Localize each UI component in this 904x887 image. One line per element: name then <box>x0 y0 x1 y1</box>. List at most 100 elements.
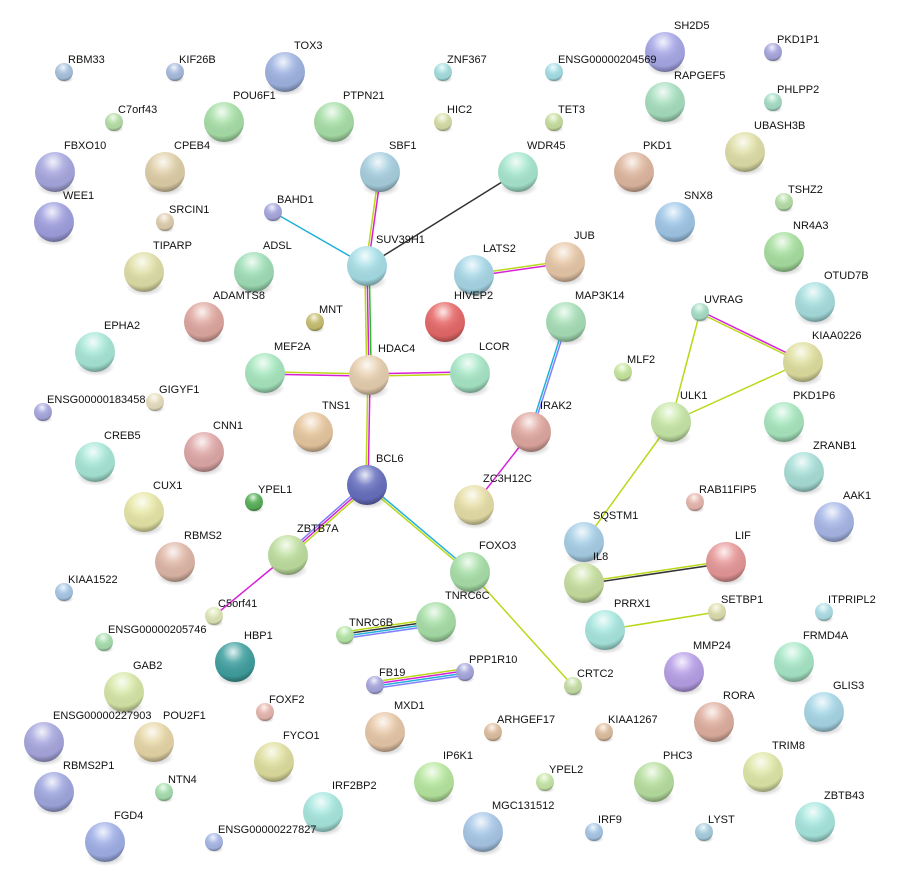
node-PRRX1[interactable] <box>585 610 625 654</box>
node-MEF2A[interactable] <box>245 353 285 397</box>
node-CUX1[interactable] <box>124 492 164 536</box>
node-RORA[interactable] <box>694 702 734 746</box>
node-BAHD1[interactable] <box>264 203 283 223</box>
node-UBASH3B[interactable] <box>725 132 765 176</box>
node-ULK1[interactable] <box>651 402 691 446</box>
node-ENSG00000227827[interactable] <box>205 833 224 853</box>
node-PPP1R10[interactable] <box>456 663 475 683</box>
node-RBMS2[interactable] <box>155 542 195 586</box>
node-IL8[interactable] <box>564 563 604 607</box>
node-FB19[interactable] <box>366 676 385 696</box>
node-HIC2[interactable] <box>434 113 453 133</box>
node-FYCO1[interactable] <box>254 742 294 786</box>
node-PKD1[interactable] <box>614 152 654 196</box>
node-RBM33[interactable] <box>55 63 74 83</box>
node-ENSG00000205746[interactable] <box>95 633 114 653</box>
node-PKD1P1[interactable] <box>764 43 783 63</box>
node-POU6F1[interactable] <box>204 102 244 146</box>
node-IP6K1[interactable] <box>414 762 454 806</box>
node-FOXF2[interactable] <box>256 703 275 723</box>
node-HIVEP2[interactable] <box>425 302 465 346</box>
node-GIGYF1[interactable] <box>146 393 165 413</box>
node-IRAK2[interactable] <box>511 412 551 456</box>
node-HDAC4[interactable] <box>349 355 389 399</box>
node-WEE1[interactable] <box>34 202 74 246</box>
node-MNT[interactable] <box>306 313 325 333</box>
node-YPEL2[interactable] <box>536 773 555 793</box>
node-MXD1[interactable] <box>365 712 405 756</box>
node-YPEL1[interactable] <box>245 493 264 513</box>
edge-FB19-PPP1R10[interactable] <box>374 667 466 690</box>
node-TOX3[interactable] <box>265 52 305 96</box>
node-BCL6[interactable] <box>347 465 387 509</box>
node-TIPARP[interactable] <box>124 252 164 296</box>
node-UVRAG[interactable] <box>691 303 710 323</box>
node-TNRC6B[interactable] <box>336 626 355 646</box>
node-CRTC2[interactable] <box>564 677 583 697</box>
node-KIF26B[interactable] <box>166 63 185 83</box>
node-SUV39H1[interactable] <box>347 246 387 290</box>
edge-ULK1-KIAA0226[interactable] <box>670 361 804 423</box>
node-IRF9[interactable] <box>585 823 604 843</box>
node-GAB2[interactable] <box>104 672 144 716</box>
node-OTUD7B[interactable] <box>795 282 835 326</box>
node-FOXO3[interactable] <box>450 552 490 596</box>
node-LCOR[interactable] <box>450 353 490 397</box>
node-HBP1[interactable] <box>215 642 255 686</box>
node-ENSG00000183458[interactable] <box>34 403 53 423</box>
node-MGC131512[interactable] <box>463 812 503 856</box>
node-PHLPP2[interactable] <box>764 93 783 113</box>
node-MMP24[interactable] <box>664 652 704 696</box>
node-PHC3[interactable] <box>634 762 674 806</box>
node-TSHZ2[interactable] <box>775 193 794 213</box>
node-RAPGEF5[interactable] <box>645 82 685 126</box>
node-CPEB4[interactable] <box>145 152 185 196</box>
node-SQSTM1[interactable] <box>564 522 604 566</box>
node-SH2D5[interactable] <box>645 32 685 76</box>
node-GLIS3[interactable] <box>804 692 844 736</box>
node-WDR45[interactable] <box>498 152 538 196</box>
node-TNRC6C[interactable] <box>416 602 456 646</box>
node-ITPRIPL2[interactable] <box>815 603 834 623</box>
node-ARHGEF17[interactable] <box>484 723 503 743</box>
node-LIF[interactable] <box>706 542 746 586</box>
node-ZC3H12C[interactable] <box>454 485 494 529</box>
node-KIAA0226[interactable] <box>783 342 823 386</box>
node-ADAMTS8[interactable] <box>184 302 224 346</box>
node-ZRANB1[interactable] <box>784 452 824 496</box>
node-TNS1[interactable] <box>293 412 333 456</box>
node-MAP3K14[interactable] <box>546 302 586 346</box>
node-ENSG00000204569[interactable] <box>545 63 564 83</box>
node-SBF1[interactable] <box>360 152 400 196</box>
node-PTPN21[interactable] <box>314 102 354 146</box>
node-IRF2BP2[interactable] <box>303 792 343 836</box>
node-ADSL[interactable] <box>234 252 274 296</box>
node-ZNF367[interactable] <box>434 63 453 83</box>
node-EPHA2[interactable] <box>75 332 115 376</box>
node-RBMS2P1[interactable] <box>34 772 74 816</box>
node-KIAA1267[interactable] <box>595 723 614 743</box>
node-CNN1[interactable] <box>184 432 224 476</box>
node-ZBTB7A[interactable] <box>268 535 308 579</box>
node-SNX8[interactable] <box>655 202 695 246</box>
node-TRIM8[interactable] <box>743 752 783 796</box>
node-C5orf41[interactable] <box>205 607 224 627</box>
node-ZBTB43[interactable] <box>795 802 835 846</box>
node-NR4A3[interactable] <box>764 232 804 276</box>
node-AAK1[interactable] <box>814 502 854 546</box>
node-ENSG00000227903[interactable] <box>24 722 64 766</box>
node-LATS2[interactable] <box>454 255 494 299</box>
node-C7orf43[interactable] <box>105 113 124 133</box>
node-RAB11FIP5[interactable] <box>686 493 705 513</box>
node-SRCIN1[interactable] <box>156 213 175 233</box>
node-PKD1P6[interactable] <box>764 402 804 446</box>
node-MLF2[interactable] <box>614 363 633 383</box>
node-POU2F1[interactable] <box>134 722 174 766</box>
edge-IL8-LIF[interactable] <box>583 560 727 585</box>
node-TET3[interactable] <box>545 113 564 133</box>
node-FGD4[interactable] <box>85 822 125 866</box>
node-CREB5[interactable] <box>75 442 115 486</box>
node-FRMD4A[interactable] <box>774 642 814 686</box>
edge-SUV39H1-WDR45[interactable] <box>366 171 519 267</box>
node-SETBP1[interactable] <box>708 603 727 623</box>
